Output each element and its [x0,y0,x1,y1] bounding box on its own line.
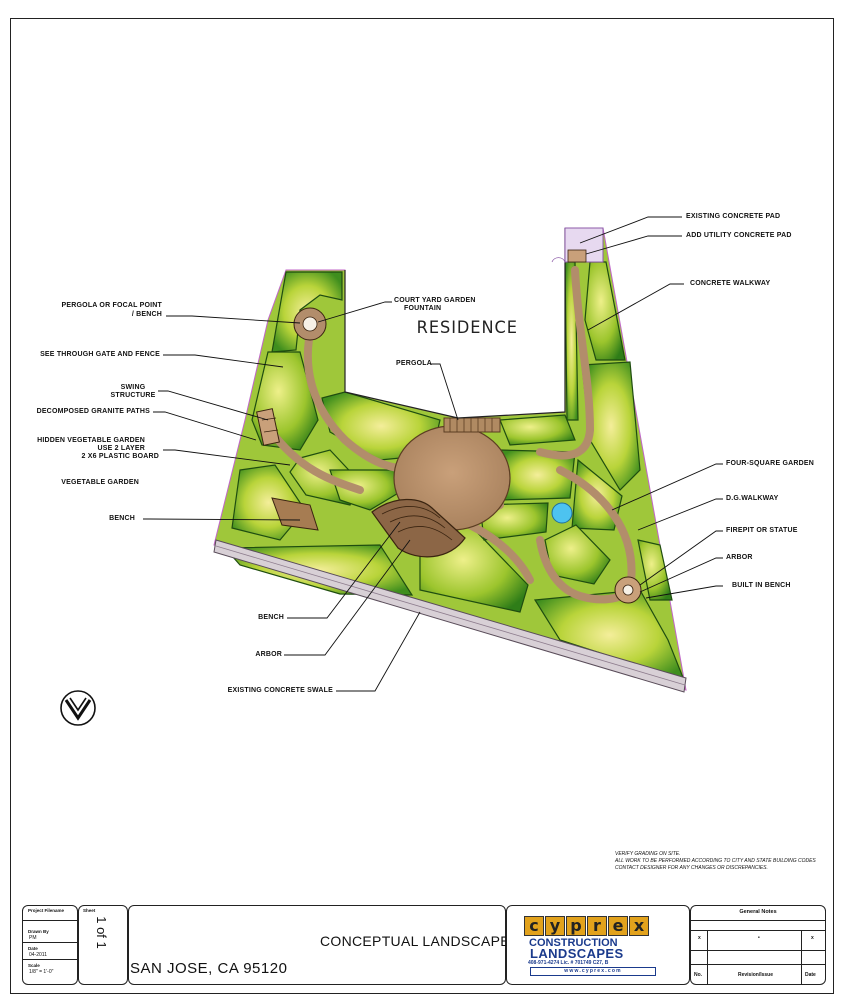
cyprex-logo: c y p r e x [524,916,649,936]
logo-landscapes: LANDSCAPES [530,946,624,961]
callout-fountain: FOUNTAIN [404,305,442,312]
north-arrow-icon [60,690,96,726]
callout-vegetable-garden: VEGETABLE GARDEN [61,479,139,486]
project-info-box: Project Filename Drawn By PM Date 04-201… [22,905,78,985]
callout-arbor-bottom: ARBOR [255,651,282,658]
title-box [128,905,506,985]
pergola-focal-point [293,307,327,341]
logo-construction: CONSTRUCTION [529,937,618,949]
callout-firepit-or-statue: FIREPIT OR STATUE [726,527,798,534]
plaza-arbor-bench [371,498,466,558]
project-filename-label: Project Filename [28,908,65,913]
callout-court-yard-garden: COURT YARD GARDEN [394,297,476,304]
general-notes-text: VERIFY GRADING ON SITE. ALL WORK TO BE P… [615,851,816,872]
concrete-swale [213,539,687,693]
revision-mark: • [758,935,760,941]
logo-letter: r [587,916,607,936]
logo-website: www.cyprex.com [530,967,656,976]
logo-letter: x [629,916,649,936]
callout-bench-left: BENCH [109,515,135,522]
drawn-by-label: Drawn By [28,929,49,934]
scale-label: Scale [28,963,40,968]
general-notes-label: General Notes [691,906,825,921]
revision-mark: x [811,935,814,941]
date-value: 04-2011 [29,952,47,958]
note-line: ALL WORK TO BE PERFORMED ACCORDING TO CI… [615,858,816,864]
sheet-number: 1 of 1 [93,916,109,949]
callout-concrete-walkway: CONCRETE WALKWAY [690,280,771,287]
fountain-pool [551,502,573,524]
note-line: VERIFY GRADING ON SITE. [615,851,681,857]
callout-arbor-right: ARBOR [726,554,753,561]
general-notes-box: General Notes [690,905,826,985]
note-line: CONTACT DESIGNER FOR ANY CHANGES OR DISC… [615,865,768,871]
sheet-label: Sheet [83,908,96,913]
callout-built-in-bench: BUILT IN BENCH [732,582,791,589]
callout-decomposed-granite-paths: DECOMPOSED GRANITE PATHS [36,408,150,415]
callout-hidden-vegetable-garden: HIDDEN VEGETABLE GARDEN [37,437,145,444]
callout-add-utility-concrete-pad: ADD UTILITY CONCRETE PAD [686,232,792,239]
callout-dg-walkway: D.G.WALKWAY [726,495,779,502]
callout-pergola: PERGOLA [396,360,433,367]
scale-value: 1/8" = 1'-0" [29,969,54,975]
callout-leader-lines [143,216,723,692]
project-address: SAN JOSE, CA 95120 [130,960,288,977]
logo-letter: p [566,916,586,936]
revision-mark: x [698,935,701,941]
logo-letter: y [545,916,565,936]
column-revision-issue: Revision/Issue [738,972,774,978]
callout-existing-concrete-pad: EXISTING CONCRETE PAD [686,213,781,220]
callout-four-square-garden: FOUR-SQUARE GARDEN [726,460,814,467]
callout-swing: SWING [120,384,146,391]
logo-letter: c [524,916,544,936]
column-no: No. [694,972,703,978]
drawn-by-value: PM [29,935,37,941]
callout-see-through-gate: SEE THROUGH GATE AND FENCE [40,351,160,358]
callout-pergola-focal-point: PERGOLA OR FOCAL POINT [61,302,162,309]
vegetable-garden-bed [271,497,319,531]
logo-contact: 408-971-4274 Lic. # 701749 C27, B [528,960,609,966]
swing-structure [256,408,280,446]
firepit-or-statue [614,576,642,604]
residence-label: RESIDENCE [416,318,518,338]
drawing-sheet-border [10,18,834,994]
callout-plastic-board: 2 X6 PLASTIC BOARD [81,453,159,460]
column-date: Date [805,972,816,978]
drawing-title: CONCEPTUAL LANDSCAPE [320,933,510,949]
callout-pergola-focal-bench: / BENCH [131,311,162,318]
callout-use-2-layer: USE 2 LAYER [97,445,145,452]
residence-outline [344,227,604,419]
date-label: Date [28,946,38,951]
callout-bench-bottom: BENCH [258,614,284,621]
callout-structure: STRUCTURE [110,392,156,399]
logo-letter: e [608,916,628,936]
callout-existing-concrete-swale: EXISTING CONCRETE SWALE [227,687,333,694]
sheet-box: Sheet [78,905,128,985]
